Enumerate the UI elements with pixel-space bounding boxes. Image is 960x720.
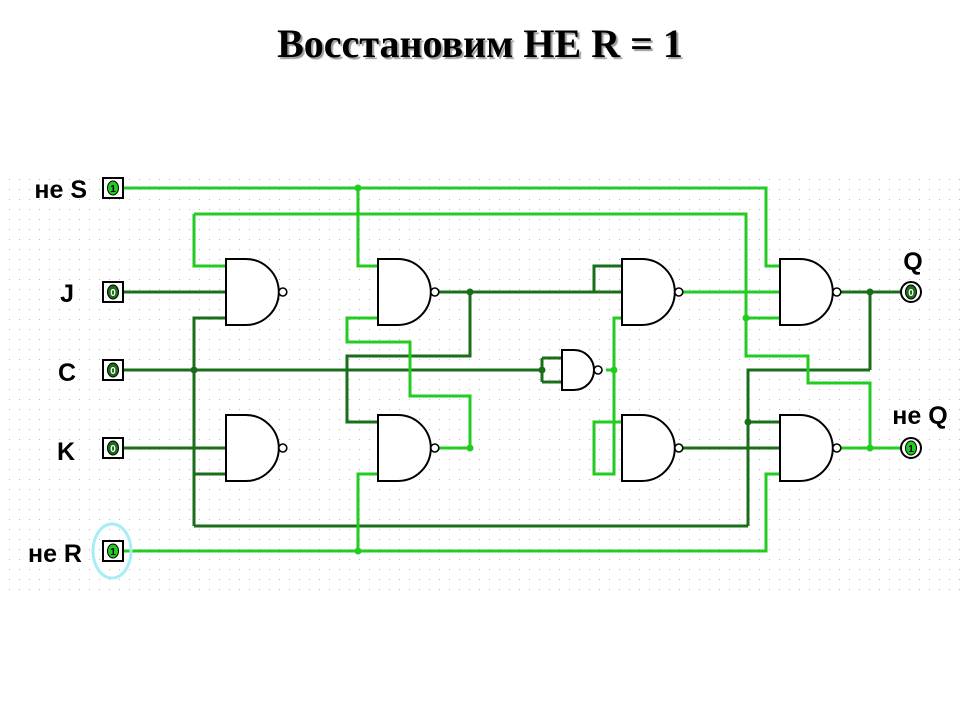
nand-gate-clock-inverter-bubble (593, 365, 603, 375)
wire-high-2 (123, 472, 780, 553)
junction-dot-8 (744, 418, 752, 426)
junction-dot-0 (354, 184, 362, 192)
wire-high-0 (123, 186, 780, 268)
junction-dot-9 (866, 288, 874, 296)
input-label-not-r: не R (28, 540, 82, 568)
wire-high-5 (192, 214, 226, 268)
wire-low-6 (192, 316, 226, 370)
junction-dot-4 (610, 366, 618, 374)
junction-dot-10 (866, 444, 874, 452)
input-pin-j[interactable]: J 0 (60, 280, 124, 308)
nand-gate-4 (377, 414, 440, 482)
wire-high-4 (194, 212, 780, 320)
input-pin-c[interactable]: C 0 (58, 359, 124, 387)
output-pin-q[interactable]: Q 0 (900, 248, 923, 303)
input-value-not-r: 1 (110, 547, 116, 558)
wire-high-12 (612, 316, 622, 370)
nand-gates (225, 258, 842, 482)
wires-low (123, 264, 900, 528)
nand-gate-3-inverter-bubble (277, 443, 288, 453)
wire-high-9 (345, 316, 472, 448)
junction-dot-3 (538, 366, 546, 374)
input-label-k: K (57, 438, 75, 466)
output-label-not-q: не Q (892, 402, 947, 430)
nand-gate-clock-body (561, 349, 595, 391)
input-state-c (107, 362, 119, 378)
input-state-not-r (107, 543, 119, 559)
input-label-not-s: не S (34, 176, 87, 204)
nand-gate-8-inverter-bubble (831, 443, 842, 453)
junction-dot-7 (742, 314, 750, 322)
input-label-c: C (58, 359, 76, 387)
output-label-q: Q (903, 248, 922, 276)
input-state-not-s (107, 180, 119, 196)
nand-gate-5-inverter-bubble (673, 287, 684, 297)
nand-gate-6 (621, 414, 684, 482)
junction-dot-2 (466, 288, 474, 296)
input-pin-k[interactable]: K 0 (57, 437, 124, 466)
input-value-c: 0 (110, 366, 116, 377)
output-state-q (905, 284, 917, 300)
wire-junctions (190, 184, 874, 555)
nand-gate-clock (561, 349, 603, 391)
output-state-not-q (905, 440, 917, 456)
nand-gate-8 (779, 414, 842, 482)
input-value-k: 0 (110, 444, 116, 455)
wire-low-9 (592, 264, 622, 292)
junction-dot-1 (190, 366, 198, 374)
dot-grid-background (0, 170, 960, 595)
junction-dot-6 (354, 547, 362, 555)
nand-gate-3 (225, 414, 288, 482)
wire-low-14 (746, 368, 870, 526)
wire-low-8 (345, 292, 472, 424)
nand-gate-6-inverter-bubble (673, 443, 684, 453)
wire-high-6 (744, 318, 872, 448)
wires-high (123, 186, 900, 553)
wire-high-13 (592, 370, 622, 476)
nand-gate-5 (621, 258, 684, 326)
output-pin-not-q[interactable]: не Q 1 (892, 402, 948, 459)
input-state-j (107, 284, 119, 300)
nand-gate-7-inverter-bubble (831, 287, 842, 297)
nand-gate-2-inverter-bubble (429, 287, 440, 297)
nand-gate-7 (779, 258, 842, 326)
nand-gate-1-inverter-bubble (277, 287, 288, 297)
selection-halo (91, 522, 133, 580)
nand-gate-4-inverter-bubble (429, 443, 440, 453)
input-value-j: 0 (110, 288, 116, 299)
nand-gate-1 (225, 258, 288, 326)
output-value-not-q: 1 (908, 444, 914, 455)
input-label-j: J (60, 280, 74, 308)
input-pin-not-s[interactable]: не S 1 (34, 176, 124, 204)
nand-gate-2 (377, 258, 440, 326)
wire-high-3 (356, 472, 378, 551)
slide-title: Восстановим НЕ R = 1 (277, 21, 683, 66)
input-state-k (107, 440, 119, 456)
input-pin-not-r[interactable]: не R 1 (28, 522, 133, 580)
output-value-q: 0 (908, 288, 914, 299)
input-value-not-s: 1 (110, 184, 116, 195)
junction-dot-5 (466, 444, 474, 452)
